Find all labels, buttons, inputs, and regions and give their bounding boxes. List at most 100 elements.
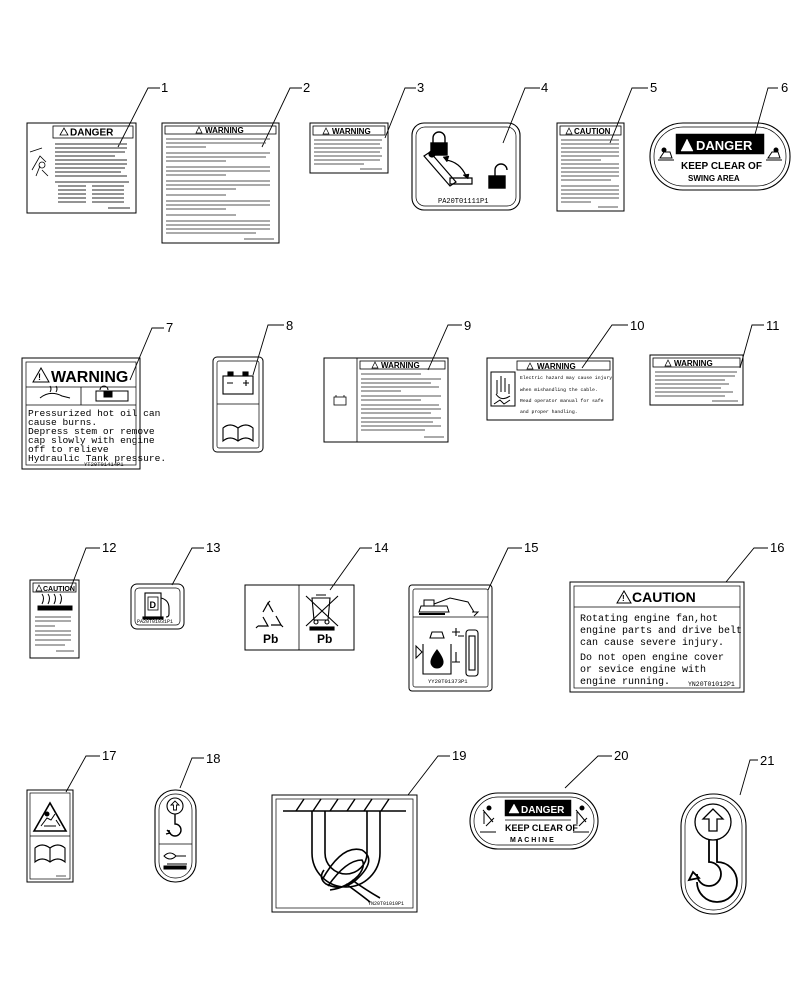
callout-number: 9	[464, 318, 471, 333]
callout-number: 19	[452, 748, 466, 763]
lead-symbol: Pb	[263, 632, 278, 646]
decal-5-caution: CAUTION	[556, 122, 625, 212]
decal-13-diesel-fuel: D PA20T01031P1	[130, 583, 185, 630]
crossed-bin-icon	[305, 594, 339, 631]
lever-icon	[423, 150, 473, 187]
decal-12-caution: CAUTION	[29, 579, 80, 659]
warning-triangle-icon	[565, 127, 573, 135]
fuel-pump-icon: D	[142, 592, 170, 620]
callout-17: 17	[65, 748, 116, 793]
swing-hazard-icon-left	[658, 147, 674, 161]
decal-6-danger-swing-area: DANGER KEEP CLEAR OF SWING AREA	[649, 122, 791, 191]
unlocked-padlock-icon	[488, 163, 508, 189]
callout-11: 11	[739, 318, 780, 369]
callout-number: 18	[206, 751, 220, 766]
decal-text-line: Pressurized hot oil can	[28, 408, 160, 419]
decal-line-1: KEEP CLEAR OF	[681, 161, 762, 172]
callout-number: 15	[524, 540, 538, 555]
rotation-arrow-icon	[445, 159, 467, 177]
electrocution-icon	[29, 147, 49, 177]
fine-print-lines	[314, 139, 382, 170]
decal-line-1: KEEP CLEAR OF	[505, 823, 578, 833]
battery-icon	[333, 395, 347, 406]
swing-hazard-icon-right	[766, 147, 782, 161]
callout-12: 12	[69, 540, 116, 591]
hot-surface-icon	[37, 593, 73, 611]
decal-text-line: Hydraulic Tank pressure.	[28, 453, 166, 464]
decal-header: CAUTION	[632, 589, 696, 605]
battery-icon	[222, 371, 254, 395]
tie-down-rail-icon	[283, 798, 406, 812]
callout-20: 20	[564, 748, 628, 789]
machine-hazard-icon-left	[480, 805, 496, 833]
locked-padlock-icon	[430, 131, 448, 156]
callout-5: 5	[609, 80, 657, 144]
decal-2-warning-manual: WARNING	[161, 122, 280, 244]
indicator-arrow-icon	[415, 644, 423, 660]
callout-number: 4	[541, 80, 548, 95]
fine-print-lines	[55, 143, 130, 209]
fine-print-lines	[561, 139, 619, 208]
decal-text-line: when mishandling the cable.	[520, 387, 598, 393]
manual-book-icon	[34, 844, 66, 864]
decal-1-danger-electric: DANGER	[26, 122, 137, 214]
sight-gauge-icon	[452, 628, 479, 677]
warning-triangle-icon	[322, 127, 330, 135]
part-code: YN20T01010P1	[368, 901, 404, 907]
hot-oil-hand-icon	[39, 385, 71, 399]
decal-text-line: engine parts and drive belt	[580, 625, 742, 637]
callout-19: 19	[407, 748, 466, 796]
decal-8-battery-manual	[212, 356, 264, 453]
decal-18-lift-hook	[154, 789, 197, 883]
decal-11-warning: WARNING	[649, 354, 744, 406]
callout-8: 8	[252, 318, 293, 376]
callout-6: 6	[751, 80, 788, 146]
callout-number: 8	[286, 318, 293, 333]
callout-13: 13	[171, 540, 220, 586]
warning-triangle-icon	[195, 126, 203, 134]
decal-header: WARNING	[537, 362, 576, 371]
callout-21: 21	[739, 753, 774, 796]
callout-16: 16	[725, 540, 784, 583]
callout-10: 10	[581, 318, 644, 369]
callout-number: 6	[781, 80, 788, 95]
callout-number: 17	[102, 748, 116, 763]
fine-print-lines	[166, 138, 274, 240]
callout-2: 2	[261, 80, 310, 148]
decal-text-line: and proper handling.	[520, 409, 578, 415]
svg-text:D: D	[150, 600, 157, 610]
oil-tank-icon	[422, 631, 452, 675]
excavator-icon	[418, 597, 480, 617]
up-arrow-icon	[701, 808, 725, 832]
callout-number: 1	[161, 80, 168, 95]
decal-text-line: cap slowly with engine	[28, 435, 155, 446]
warning-triangle-icon	[32, 801, 68, 832]
decal-7-warning-hot-oil: ! WARNING Pressurized hot oil can cause …	[21, 357, 166, 470]
callout-9: 9	[427, 318, 471, 371]
hook-icon	[165, 814, 182, 837]
warning-triangle-icon	[680, 138, 694, 152]
tie-down-hook-icon	[311, 811, 381, 903]
callout-number: 16	[770, 540, 784, 555]
decal-header: WARNING	[381, 361, 420, 370]
decal-17-crush-hazard	[26, 789, 74, 883]
decal-header: DANGER	[70, 128, 114, 139]
warning-triangle-icon	[59, 127, 69, 136]
fine-print-lines	[35, 616, 74, 652]
fine-print-lines	[361, 373, 444, 438]
callout-number: 11	[766, 318, 780, 333]
recycle-icon	[255, 600, 284, 629]
warning-triangle-icon	[664, 359, 672, 367]
callout-3: 3	[384, 80, 424, 139]
decal-19-tie-down: YN20T01010P1	[271, 794, 418, 913]
svg-text:!: !	[38, 372, 41, 382]
part-code: PA20T01031P1	[137, 619, 173, 625]
decal-text-line: or sevice engine with	[580, 664, 706, 676]
part-code: YT20T01414P1	[84, 461, 124, 468]
decal-header: CAUTION	[43, 586, 75, 593]
crush-hazard-icon	[40, 811, 61, 827]
callout-number: 14	[374, 540, 388, 555]
callout-15: 15	[487, 540, 538, 591]
decal-text-line: Do not open engine cover	[580, 652, 724, 664]
